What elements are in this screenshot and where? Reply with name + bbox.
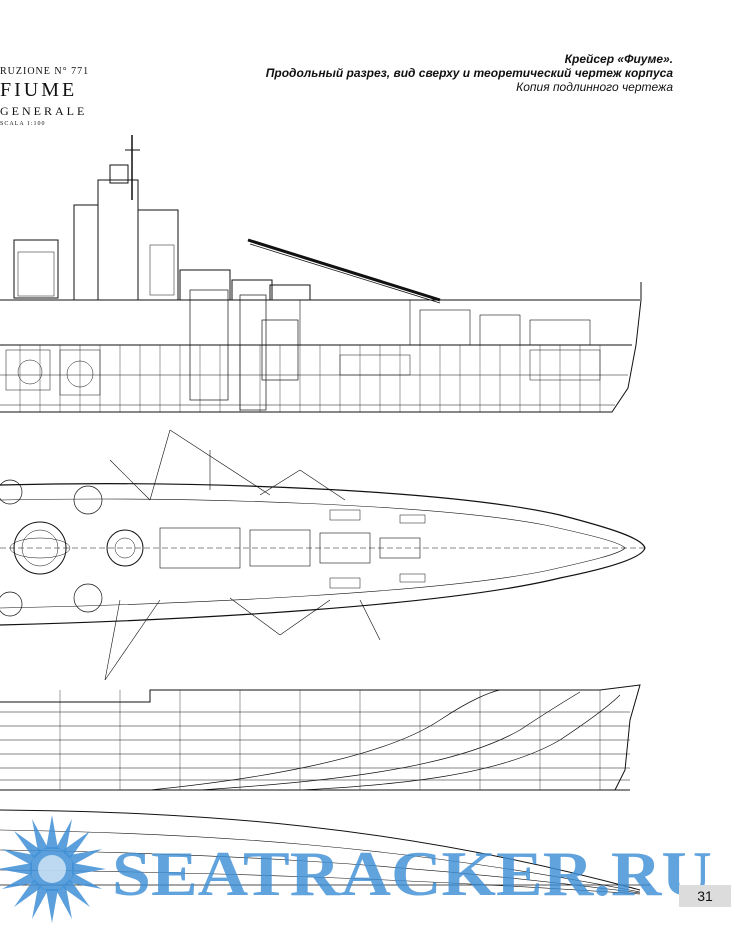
figure-caption: Крейсер «Фиуме». Продольный разрез, вид … bbox=[266, 52, 673, 94]
page-number: 31 bbox=[679, 885, 731, 907]
lines-plan-half-breadth bbox=[0, 809, 650, 895]
drawing-scale: SCALA 1:100 bbox=[0, 121, 46, 127]
drawing-number: RUZIONE N° 771 bbox=[0, 66, 90, 77]
seatracker-watermark: SEATRACKER.RU bbox=[0, 815, 712, 923]
caption-title: Крейсер «Фиуме». bbox=[564, 52, 673, 66]
caption-note: Копия подлинного чертежа bbox=[516, 80, 673, 94]
sun-logo-icon bbox=[0, 815, 106, 923]
lines-plan-profile bbox=[0, 684, 641, 791]
watermark-text: SEATRACKER.RU bbox=[112, 838, 712, 909]
plan-type: GENERALE bbox=[0, 104, 88, 118]
plan-view bbox=[0, 429, 646, 681]
side-profile-section bbox=[0, 135, 642, 413]
caption-subtitle: Продольный разрез, вид сверху и теоретич… bbox=[265, 66, 673, 80]
ship-name: FIUME bbox=[0, 79, 78, 101]
